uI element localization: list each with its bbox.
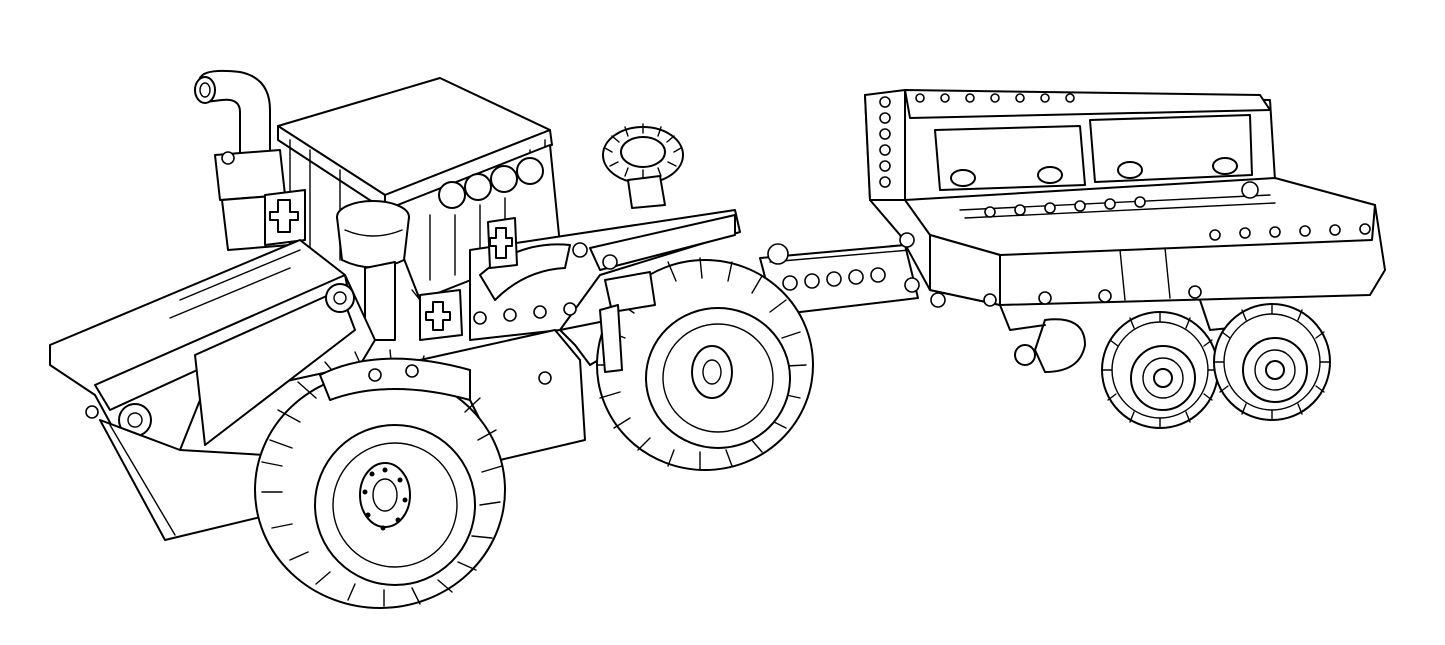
exhaust-pipe (194, 69, 291, 251)
tractor-rear-tire (596, 257, 814, 471)
front-frame (49, 239, 616, 541)
air-intake (336, 200, 410, 341)
tractor-hood (264, 189, 741, 341)
tractor-front-tire (254, 349, 506, 609)
steering-wheel (602, 123, 684, 209)
trailer-bed (864, 89, 1386, 308)
front-mudguard (319, 357, 471, 401)
trailer-wheel-front (1101, 311, 1219, 429)
trailer-wheel-rear (1213, 303, 1331, 421)
tractor (49, 69, 814, 609)
trailer (759, 89, 1386, 429)
trailer-drawbar (759, 243, 919, 316)
